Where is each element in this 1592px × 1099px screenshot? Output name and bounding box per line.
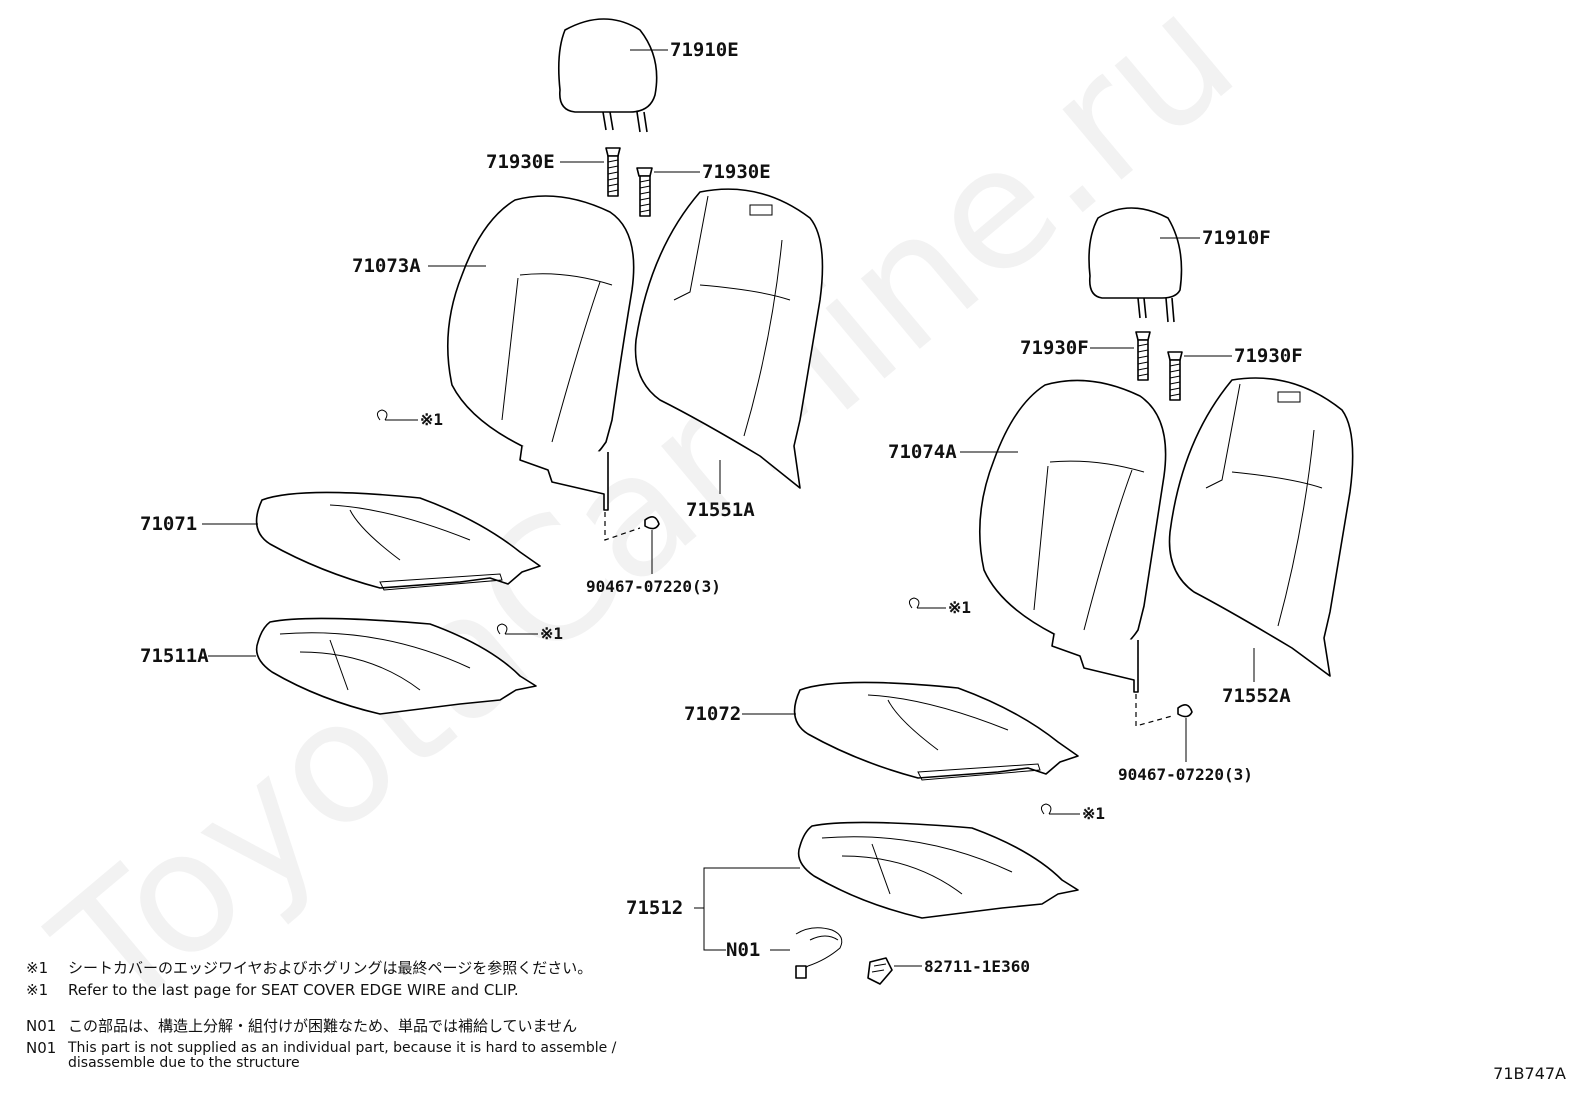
label-71930E-right: 71930E	[702, 161, 771, 183]
ref-1-a: ※1	[420, 410, 443, 429]
diagram-code: 71B747A	[1493, 1064, 1566, 1083]
label-71930E-left: 71930E	[486, 151, 555, 173]
ref-1-d: ※1	[1082, 804, 1105, 823]
seat-cushion-pad-left	[255, 617, 537, 715]
ref-1-c: ※1	[948, 598, 971, 617]
connector-82711	[867, 957, 893, 985]
seat-cushion-cover-left	[255, 491, 541, 591]
ref-1-b: ※1	[540, 624, 563, 643]
seat-heater-harness	[795, 927, 843, 979]
label-90467-right: 90467-07220(3)	[1118, 765, 1253, 784]
label-71930F-right: 71930F	[1234, 345, 1303, 367]
label-71552A: 71552A	[1222, 685, 1291, 707]
label-82711: 82711-1E360	[924, 957, 1030, 976]
headrest-right	[1088, 207, 1183, 323]
seat-cushion-pad-right	[797, 821, 1079, 919]
label-71551A: 71551A	[686, 499, 755, 521]
seatback-cover-left	[446, 195, 635, 511]
headrest-support-right	[1135, 331, 1183, 401]
label-71910F: 71910F	[1202, 227, 1271, 249]
label-71910E: 71910E	[670, 39, 739, 61]
label-71930F-left: 71930F	[1020, 337, 1089, 359]
label-71071: 71071	[140, 513, 197, 535]
label-71073A: 71073A	[352, 255, 421, 277]
seatback-pad-right	[1168, 377, 1354, 677]
headrest-left	[558, 18, 658, 133]
seatback-cover-right	[978, 379, 1167, 693]
seat-cushion-cover-right	[793, 681, 1079, 781]
seatback-pad-left	[634, 188, 824, 489]
label-N01: N01	[726, 939, 760, 961]
label-71074A: 71074A	[888, 441, 957, 463]
label-71512: 71512	[626, 897, 683, 919]
label-71072: 71072	[684, 703, 741, 725]
headrest-support-left	[605, 147, 653, 217]
label-90467-left: 90467-07220(3)	[586, 577, 721, 596]
label-71511A: 71511A	[140, 645, 209, 667]
